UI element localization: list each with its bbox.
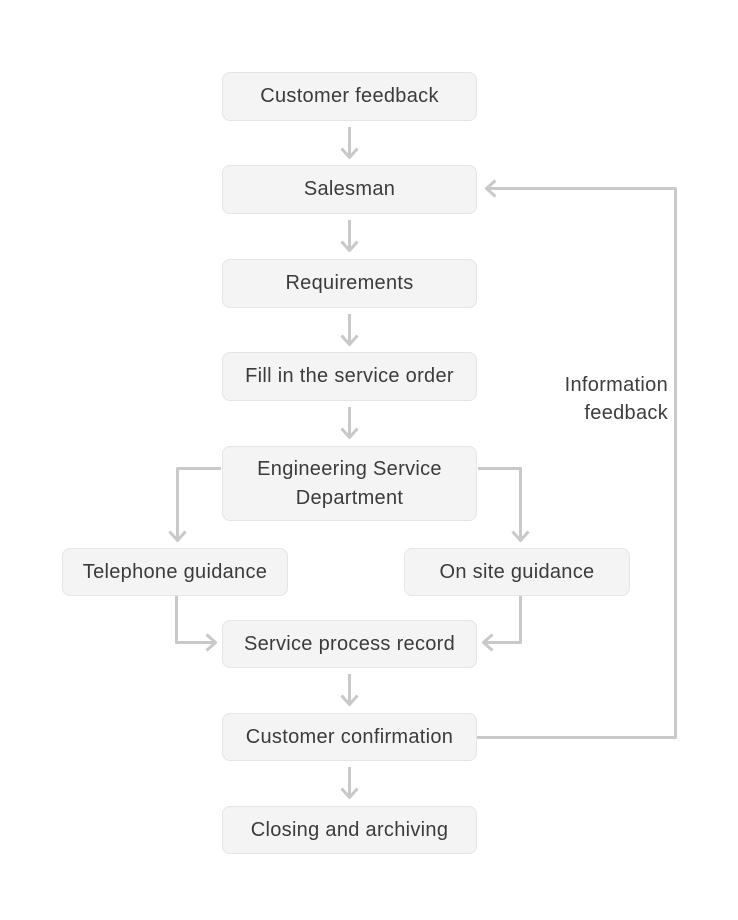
node-salesman: Salesman xyxy=(222,165,477,214)
node-label: Fill in the service order xyxy=(245,365,454,387)
arrow-onsite-guidance-to-service-record xyxy=(482,596,522,652)
node-label: Service process record xyxy=(243,632,456,655)
arrow-feedback-customer-confirmation-to-salesman xyxy=(477,179,677,739)
node-label: Salesman xyxy=(303,178,396,200)
node-closing-and-archiving: Closing and archiving xyxy=(222,806,477,854)
node-service-process-record: Service process record xyxy=(222,620,477,668)
arrow-customer-confirmation-to-closing xyxy=(340,767,359,799)
arrow-requirements-to-fill-service-order xyxy=(340,314,359,346)
node-on-site-guidance: On site guidance xyxy=(404,548,630,596)
arrow-fill-service-order-to-engineering xyxy=(340,407,359,439)
node-telephone-guidance: Telephone guidance xyxy=(62,548,288,596)
information-feedback-label: Information feedback xyxy=(564,374,668,424)
node-customer-feedback: Customer feedback xyxy=(222,72,477,121)
arrow-salesman-to-requirements xyxy=(340,220,359,252)
arrow-customer-feedback-to-salesman xyxy=(340,127,359,159)
node-label: Customer feedback xyxy=(260,85,439,107)
arrow-service-record-to-customer-confirmation xyxy=(340,674,359,706)
node-customer-confirmation: Customer confirmation xyxy=(222,713,477,761)
node-label: Telephone guidance xyxy=(82,560,268,583)
node-label: Requirements xyxy=(285,272,414,294)
arrow-telephone-guidance-to-service-record xyxy=(175,596,217,652)
node-fill-in-the-service-order: Fill in the service order xyxy=(222,352,477,401)
node-label: Customer confirmation xyxy=(245,725,454,748)
arrow-engineering-to-telephone-guidance xyxy=(168,467,221,542)
node-requirements: Requirements xyxy=(222,259,477,308)
node-label: Engineering Service Department xyxy=(257,457,442,509)
arrow-engineering-to-onsite-guidance xyxy=(478,467,530,542)
node-label: On site guidance xyxy=(439,560,595,583)
node-label: Closing and archiving xyxy=(250,818,449,841)
node-engineering-service-department: Engineering Service Department xyxy=(222,446,477,521)
